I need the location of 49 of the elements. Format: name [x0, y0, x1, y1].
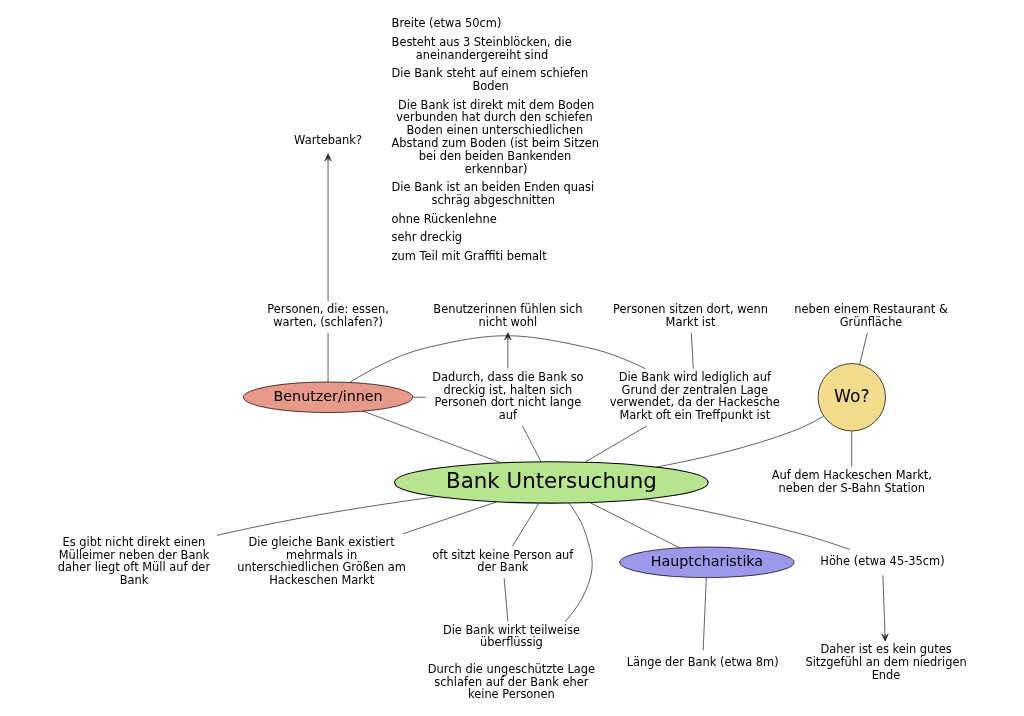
connector [412, 396, 426, 398]
node-text: oft sitzt keine Person auf der Bank [431, 547, 573, 575]
node-text: Die Bank wird lediglich auf Grund der zentralen Lage verwendet, da der Hackesche Markt oft ein Treffpunkt ist [609, 369, 780, 423]
node-text: Wartebank? [293, 132, 362, 147]
label: sehr dreckig [391, 230, 462, 245]
connector [564, 502, 592, 622]
connector [362, 410, 501, 464]
connector [702, 577, 707, 651]
connector [348, 335, 646, 383]
connector [655, 415, 824, 468]
node-text: Höhe (etwa 45-35cm) [819, 554, 945, 569]
node-text: Daher ist es kein gutes Sitzgefühl an dem niedrigen Ende [804, 642, 967, 682]
node-ellipse: Benutzer/innen [242, 381, 413, 413]
label: Die Bank steht auf einem schiefen Boden [391, 66, 588, 94]
node-text: Dadurch, dass die Bank so dreckig ist, halten sich Personen dort nicht lange auf [431, 369, 584, 423]
label: Breite (etwa 50cm) [391, 16, 501, 31]
label: Die Bank ist an beiden Enden quasi schräg abgeschnitten [391, 180, 594, 208]
node-text: Die Bank wirkt teilweise überflüssig [442, 622, 580, 650]
connector [327, 332, 328, 383]
connector [503, 577, 508, 622]
connector [850, 430, 852, 467]
connector [216, 496, 437, 536]
connector [643, 498, 850, 550]
node-text: Personen sitzen dort, wenn Markt ist [612, 302, 768, 330]
node-text: Auf dem Hackeschen Markt, neben der S-Bahn Station [771, 467, 932, 495]
node-label: Durch die ungeschützte Lage schlafen auf der Bank eher keine Personen [427, 661, 595, 702]
node-circle: Wo? [817, 363, 886, 432]
connector [511, 502, 539, 547]
connector [690, 332, 694, 369]
label: zum Teil mit Graffiti bemalt [391, 248, 547, 263]
label: Die Bank ist direkt mit dem Boden verbunden hat durch den schiefen Boden einen unterschiedlichen Abstand zum Boden (ist beim Sitzen bei den beiden Bankenden erkennbar) [391, 97, 599, 176]
connector [589, 502, 680, 549]
arrow [880, 574, 889, 642]
node-text: neben einem Restaurant & Grünfläche [793, 302, 948, 330]
node-ellipse: Bank Untersuchung [393, 461, 709, 504]
arrow [324, 153, 332, 302]
node-text: Benutzerinnen fühlen sich nicht wohl [432, 302, 582, 330]
connector [521, 425, 541, 462]
node-text: Die gleiche Bank existiert mehrmals in unterschiedlichen Größen am Hackeschen Markt [236, 534, 406, 588]
node-text: Es gibt nicht direkt einen Mülleimer neben der Bank daher liegt oft Müll auf der Bank [57, 534, 210, 588]
label: ohne Rückenlehne [391, 211, 497, 226]
connector [402, 501, 497, 535]
node-text: Länge der Bank (etwa 8m) [626, 655, 779, 669]
node-text: Personen, die: essen, warten, (schlafen?) [266, 302, 389, 330]
connector [584, 425, 647, 463]
arrow [503, 332, 511, 369]
node-ellipse: Hauptcharistika [618, 546, 794, 578]
connector [858, 332, 868, 365]
label: Besteht aus 3 Steinblöcken, die aneinandergereiht sind [391, 34, 572, 62]
